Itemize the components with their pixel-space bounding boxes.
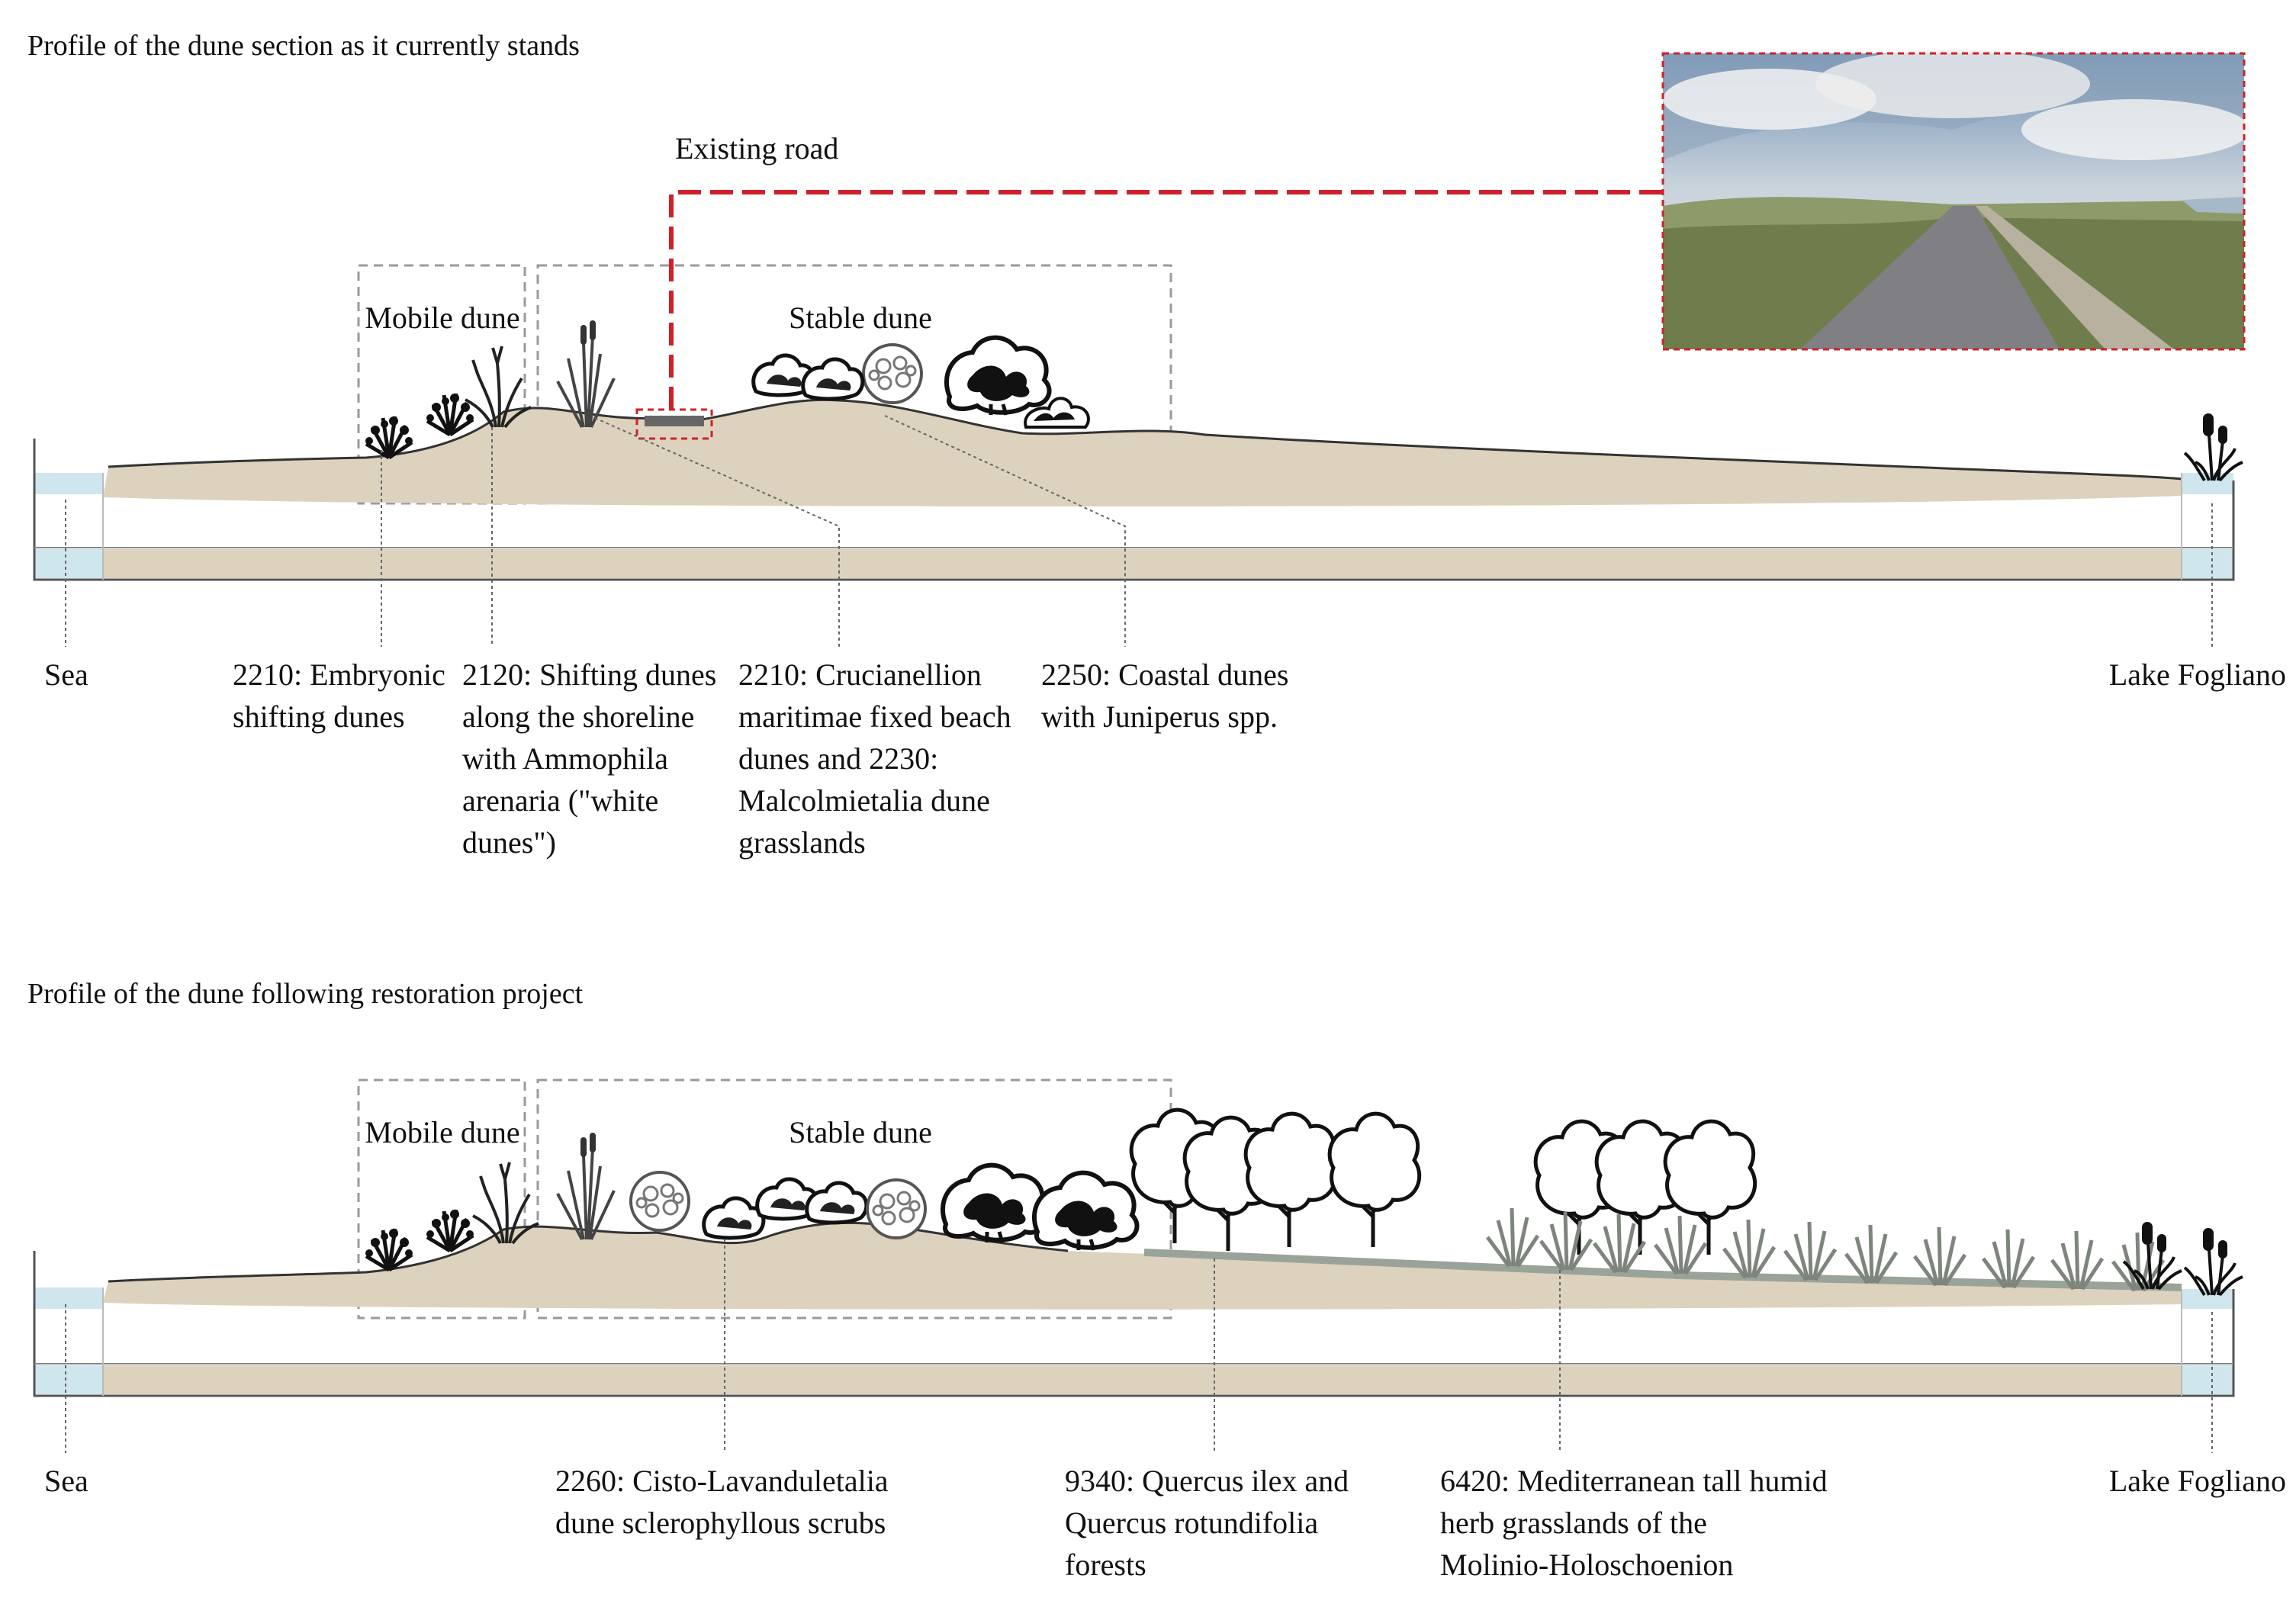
small-shrub-icon bbox=[704, 1198, 764, 1238]
habitat-label: 9340: Quercus ilex and Quercus rotundifo… bbox=[1065, 1464, 1356, 1582]
dune-sand-profile bbox=[103, 400, 2182, 506]
dune-sand-profile bbox=[103, 1223, 2182, 1310]
juniper-shrub-icon bbox=[1034, 1173, 1137, 1250]
road-marker-box bbox=[635, 408, 713, 440]
habitat-label: 6420: Mediterranean tall humid herb gras… bbox=[1440, 1464, 1835, 1582]
leader-lines bbox=[65, 1239, 2213, 1453]
leader-lines bbox=[65, 415, 2213, 647]
small-shrub-icon bbox=[803, 359, 863, 399]
grass-tuft-icon bbox=[1915, 1227, 1965, 1285]
juniper-shrub-icon bbox=[943, 1165, 1046, 1242]
grassland-surface bbox=[1143, 1249, 2182, 1291]
section-frame bbox=[33, 439, 2235, 581]
stable-dune-label: Stable dune bbox=[789, 1115, 932, 1149]
road-photo bbox=[1661, 50, 2250, 351]
sea-label: Sea bbox=[44, 657, 88, 692]
sea-water-upper bbox=[34, 473, 103, 494]
oak-tree-icon bbox=[1246, 1114, 1336, 1247]
round-bush-icon bbox=[866, 1178, 927, 1239]
habitat-label: 2120: Shifting dunes along the shoreline… bbox=[462, 657, 724, 860]
round-bush-icon bbox=[862, 343, 923, 404]
cattail-icon bbox=[2183, 412, 2244, 482]
ground-surface-line bbox=[108, 398, 2182, 481]
grass-tuft-icon bbox=[2052, 1231, 2102, 1289]
small-shrub-icon bbox=[807, 1183, 867, 1223]
mobile-dune-zone-box bbox=[357, 264, 526, 505]
mobile-dune-label: Mobile dune bbox=[365, 1115, 519, 1149]
stable-dune-zone-box bbox=[536, 264, 1172, 505]
habitat-label: 2260: Cisto-Lavanduletalia dune scleroph… bbox=[555, 1464, 896, 1540]
habitat-label: 2250: Coastal dunes with Juniperus spp. bbox=[1041, 657, 1296, 734]
mobile-dune-zone-box bbox=[357, 1078, 526, 1320]
cattail-icon bbox=[2183, 1226, 2244, 1297]
juniper-shrub-icon bbox=[947, 338, 1050, 415]
sea-label: Sea bbox=[44, 1464, 88, 1498]
ammophila-icon bbox=[556, 1131, 616, 1241]
road-callout-line bbox=[669, 190, 1663, 410]
stable-dune-label: Stable dune bbox=[789, 301, 932, 335]
sea-water-upper bbox=[34, 1287, 103, 1309]
section-frame bbox=[33, 1251, 2235, 1397]
lake-label: Lake Fogliano bbox=[2109, 657, 2286, 692]
road-icon bbox=[645, 416, 704, 426]
grass-tuft-icon bbox=[1983, 1230, 2034, 1287]
oak-tree-icon bbox=[1330, 1114, 1420, 1247]
grass-tuft-icon bbox=[1785, 1222, 1835, 1280]
habitat-label: 2210: Embryonic shifting dunes bbox=[233, 657, 453, 734]
grass-tuft-icon bbox=[1541, 1212, 1591, 1270]
embryonic-plant-icon bbox=[365, 1229, 413, 1270]
grass-tuft-icon bbox=[1655, 1216, 1706, 1274]
embryonic-plant-icon bbox=[365, 416, 413, 458]
section-title: Profile of the dune following restoratio… bbox=[27, 978, 584, 1010]
grass-tuft-icon bbox=[1487, 1208, 1538, 1266]
existing-road-label: Existing road bbox=[675, 131, 838, 166]
grass-tuft-icon bbox=[1724, 1220, 1774, 1278]
lake-water-lower bbox=[2182, 549, 2233, 578]
subsoil-band bbox=[103, 549, 2182, 578]
lake-water-lower bbox=[2182, 1365, 2233, 1394]
lake-label: Lake Fogliano bbox=[2109, 1464, 2286, 1498]
mobile-dune-label: Mobile dune bbox=[365, 301, 519, 335]
shifting-dune-plant-icon bbox=[426, 1210, 474, 1251]
habitat-label: 2210: Crucianellion maritimae fixed beac… bbox=[738, 657, 1019, 860]
subsoil-band bbox=[103, 1365, 2182, 1394]
grass-tuft-icon bbox=[1846, 1225, 1896, 1283]
sea-water-lower bbox=[34, 1365, 103, 1394]
sea-water-lower bbox=[34, 549, 103, 578]
section-current: Profile of the dune section as it curren… bbox=[27, 30, 2286, 860]
section-title: Profile of the dune section as it curren… bbox=[27, 30, 580, 62]
section-restored: Profile of the dune following restoratio… bbox=[27, 978, 2286, 1582]
cisto-lavandula-bush-icon bbox=[629, 1171, 690, 1232]
